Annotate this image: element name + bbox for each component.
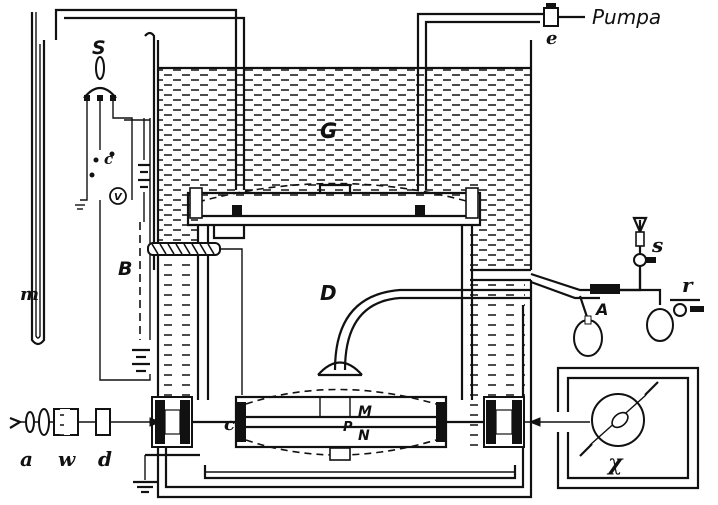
label-N: N <box>358 428 370 444</box>
tube-d <box>317 268 531 377</box>
optical-bench <box>9 408 111 436</box>
label-G: G <box>320 119 337 143</box>
label-c: c <box>224 414 235 435</box>
label-D: D <box>320 281 337 305</box>
label-s: s <box>651 233 663 257</box>
label-P: P <box>343 420 353 435</box>
label-m: m <box>20 284 39 305</box>
manometer <box>30 12 46 346</box>
label-A: A <box>594 300 608 319</box>
label-V: V <box>114 192 123 203</box>
insulated-lead <box>147 242 243 395</box>
xray-tube-housing <box>556 366 700 490</box>
ionization-chamber <box>203 388 517 480</box>
label-d: d <box>98 447 112 471</box>
valve-assembly <box>530 216 704 357</box>
label-S: S <box>92 37 106 59</box>
labels: Pumpa e S G m B D A s r c M P N a w d χ … <box>20 5 694 476</box>
label-B: B <box>118 258 132 280</box>
label-e: e <box>546 28 557 49</box>
pump-tubes <box>54 3 585 190</box>
label-pump: Pumpa <box>592 5 661 29</box>
label-chi: χ <box>606 450 624 476</box>
electrical-circuit <box>75 31 156 381</box>
label-r: r <box>682 273 694 297</box>
label-w: w <box>58 447 76 471</box>
label-small-c: c <box>104 150 113 168</box>
label-M: M <box>358 404 372 420</box>
label-a: a <box>20 447 33 471</box>
